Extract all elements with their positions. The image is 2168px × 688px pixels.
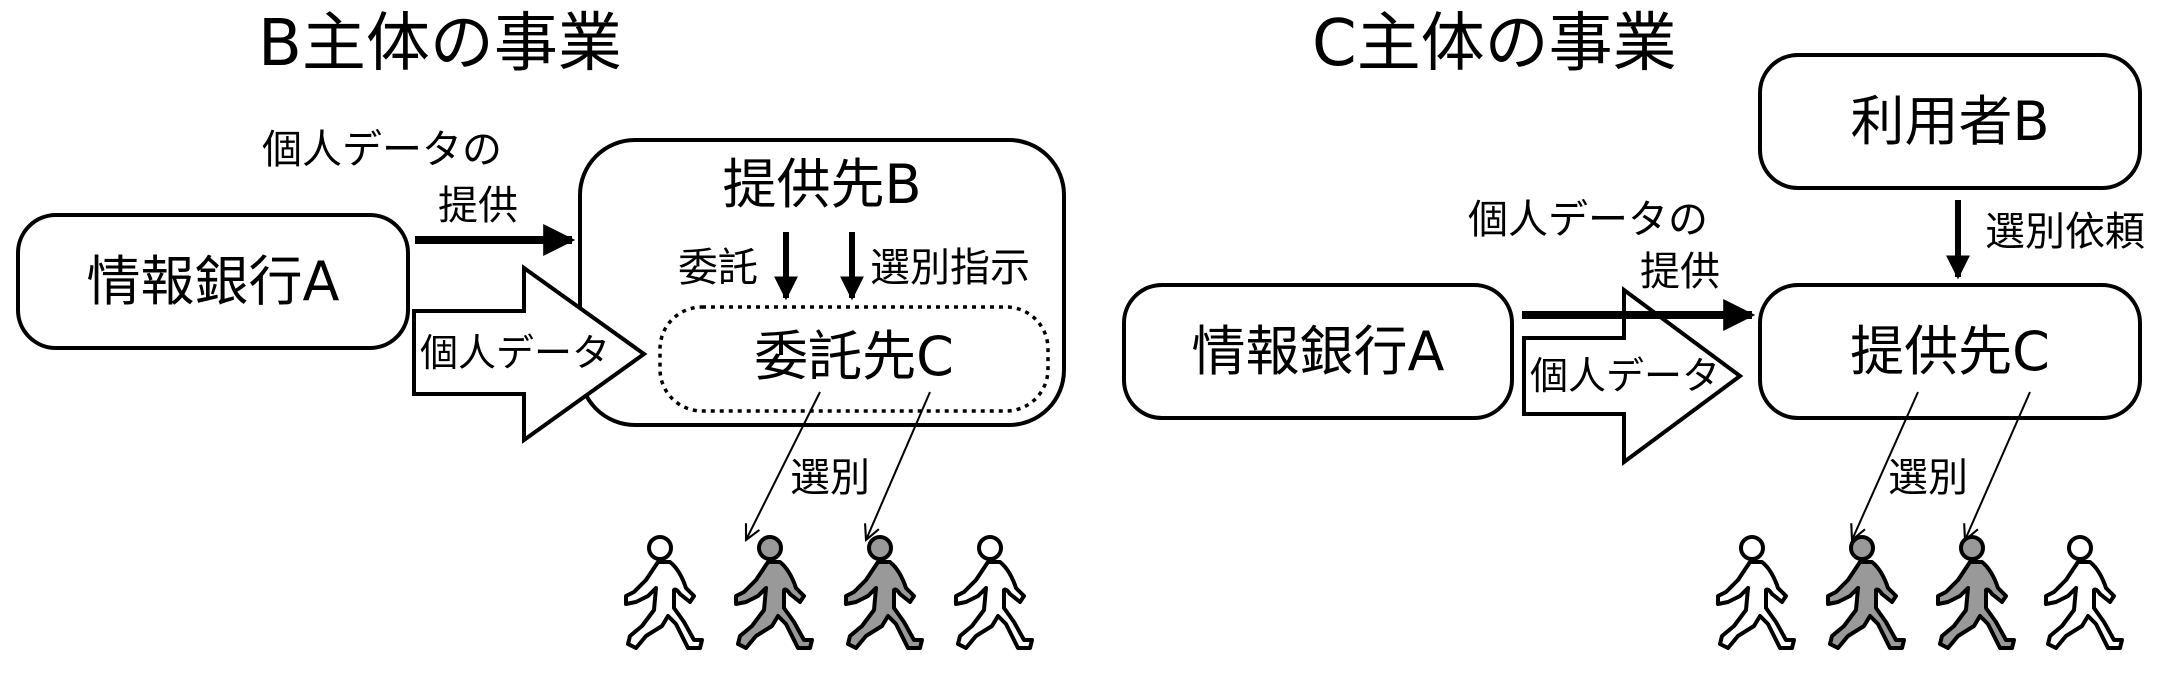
selection-request-label: 選別依頼 bbox=[1985, 209, 2145, 255]
consign-label: 委託 bbox=[678, 245, 758, 291]
walking-person-icon bbox=[954, 535, 1034, 650]
walking-person-icon bbox=[844, 535, 924, 650]
info-bank-a-box bbox=[1122, 283, 1514, 420]
people-group-left bbox=[624, 535, 1034, 650]
info-bank-a-label: 情報銀行A bbox=[1191, 320, 1445, 383]
selection-instruction-label: 選別指示 bbox=[870, 245, 1030, 291]
contractor-c-label: 委託先C bbox=[754, 325, 954, 388]
user-b-label: 利用者B bbox=[1850, 90, 2050, 153]
recipient-b-label: 提供先B bbox=[722, 153, 922, 216]
personal-data-label: 個人データ bbox=[1530, 354, 1721, 398]
right-title: C主体の事業 bbox=[1312, 7, 1677, 81]
selection-label: 選別 bbox=[790, 455, 870, 501]
walking-person-icon bbox=[2044, 535, 2124, 650]
provision-label-line2: 提供 bbox=[1640, 249, 1720, 295]
provision-label-line1: 個人データの bbox=[1468, 197, 1708, 243]
selection-arrow bbox=[1852, 391, 1919, 540]
people-group-right bbox=[1716, 535, 2124, 650]
info-bank-a-label: 情報銀行A bbox=[86, 250, 340, 313]
provision-label-line2: 提供 bbox=[438, 183, 518, 229]
recipient-c-box bbox=[1758, 283, 2142, 420]
selection-arrow bbox=[746, 391, 821, 540]
info-bank-a-box bbox=[16, 213, 410, 350]
personal-data-block-arrow bbox=[412, 264, 648, 444]
personal-data-block-arrow bbox=[1522, 286, 1744, 466]
walking-person-icon bbox=[1716, 535, 1796, 650]
walking-person-icon bbox=[624, 535, 704, 650]
walking-person-icon bbox=[1936, 535, 2016, 650]
walking-person-icon bbox=[1826, 535, 1906, 650]
left-title: B主体の事業 bbox=[258, 7, 622, 81]
walking-person-icon bbox=[734, 535, 814, 650]
contractor-c-box bbox=[658, 305, 1050, 413]
personal-data-label: 個人データ bbox=[420, 331, 611, 375]
selection-label: 選別 bbox=[1888, 455, 1968, 501]
recipient-c-label: 提供先C bbox=[1850, 320, 2050, 383]
selection-arrow bbox=[866, 391, 931, 540]
provision-label-line1: 個人データの bbox=[262, 127, 502, 173]
user-b-box bbox=[1758, 53, 2142, 190]
recipient-b-box bbox=[578, 138, 1066, 427]
selection-arrow bbox=[1965, 391, 2031, 540]
